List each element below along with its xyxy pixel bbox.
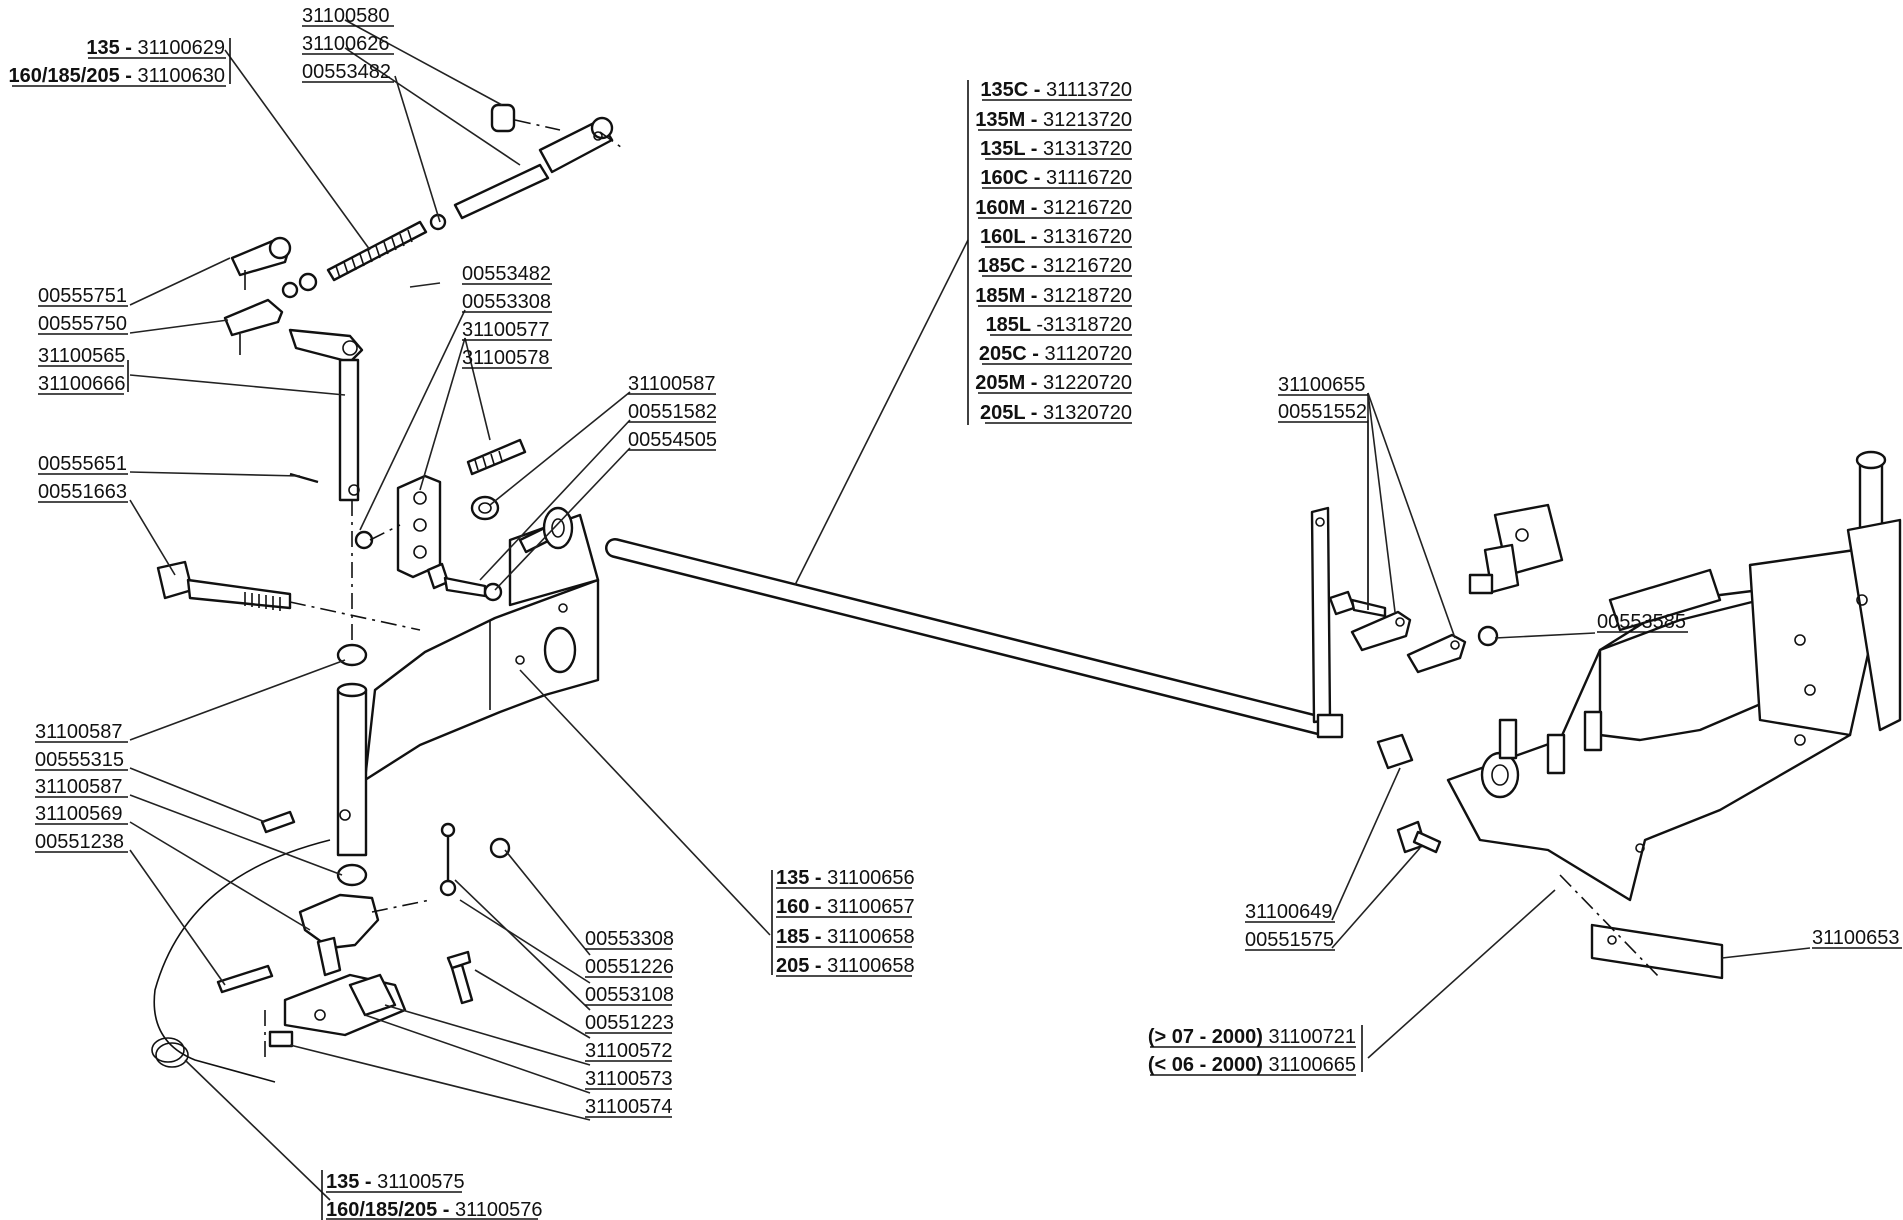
label-gt-07-2000: (> 07 - 2000) 31100721 [1148,1026,1356,1048]
three-hole-plate [354,474,442,579]
label-185-31100658: 185 - 31100658 [776,926,915,948]
link-plates [1328,590,1499,674]
label-31100649: 31100649 [1245,901,1333,923]
label-00553482-mid: 00553482 [462,263,551,285]
label-205C: 205C - 31120720 [979,343,1132,365]
upper-link-rod [453,116,626,220]
label-31100572: 31100572 [585,1040,673,1062]
label-00551238: 00551238 [35,831,124,853]
label-31100565: 31100565 [38,345,126,367]
label-135L: 135L - 31313720 [980,138,1132,160]
label-135C: 135C - 31113720 [980,79,1132,101]
label-31100580: 31100580 [302,5,390,27]
clevis-fork [223,236,292,355]
label-31100573: 31100573 [585,1068,673,1090]
label-31100587-mid: 31100587 [35,721,123,743]
label-160-31100657: 160 - 31100657 [776,896,915,918]
threaded-stud [466,438,527,476]
vertical-tube [336,500,368,887]
bracket-bars [127,38,1363,1220]
valve-block [1468,503,1564,595]
label-185C: 185C - 31216720 [977,255,1132,277]
label-160C: 160C - 31116720 [980,167,1132,189]
vertical-lever [288,328,364,502]
label-00551552: 00551552 [1278,401,1367,423]
label-31100626: 31100626 [302,33,390,55]
label-31100653: 31100653 [1812,927,1900,949]
lower-latch [264,973,407,1060]
torsion-spring [151,839,331,1083]
label-31100574: 31100574 [585,1096,673,1118]
label-160L: 160L - 31316720 [980,226,1132,248]
label-135-31100629: 135 - 31100629 [86,37,225,59]
label-31100577: 31100577 [462,319,550,341]
label-lt-06-2000: (< 06 - 2000) 31100665 [1148,1054,1356,1076]
large-bolt [156,560,421,631]
label-31100587-top: 31100587 [628,373,716,395]
label-205M: 205M - 31220720 [975,372,1132,394]
small-bolt [426,562,503,602]
label-160M: 160M - 31216720 [975,197,1132,219]
label-00553585: 00553585 [1597,611,1686,633]
label-00551575: 00551575 [1245,929,1334,951]
label-00551582: 00551582 [628,401,717,423]
label-135-31100575: 135 - 31100575 [326,1171,465,1193]
label-00555315: 00555315 [35,749,124,771]
bottom-bracket [298,893,431,977]
label-00555750: 00555750 [38,313,127,335]
flat-bar [1559,874,1724,980]
label-00553308-top: 00553308 [462,291,551,313]
leader-lines [129,19,1811,1201]
part-labels: 31100580 31100626 00553482 135 - 3110062… [9,5,1902,1220]
arm-bushing [470,495,500,521]
label-185L: 185L -31318720 [986,314,1132,336]
label-31100578: 31100578 [462,347,550,369]
label-205L: 205L - 31320720 [980,402,1132,424]
label-00553108: 00553108 [585,984,674,1006]
label-00551226: 00551226 [585,956,674,978]
label-00553482-top: 00553482 [302,61,391,83]
label-160-31100576: 160/185/205 - 31100576 [326,1199,543,1220]
top-stud [490,103,561,133]
label-205-31100658: 205 - 31100658 [776,955,915,977]
control-rod [605,538,1340,738]
label-00551663: 00551663 [38,481,127,503]
rod-strap [1310,506,1344,739]
label-31100655: 31100655 [1278,374,1366,396]
grease-nipple [260,810,296,834]
label-00555751: 00555751 [38,285,127,307]
right-frame [1446,450,1902,902]
right-lower-bolt [1396,820,1442,854]
label-31100569: 31100569 [35,803,123,825]
label-00554505: 00554505 [628,429,717,451]
threaded-spring [281,213,447,299]
label-00555651: 00555651 [38,453,127,475]
part-drawings [151,103,1902,1083]
sleeve-bushing [1376,733,1414,770]
lower-bolts [216,822,511,1005]
label-31100587-low: 31100587 [35,776,123,798]
label-00551223: 00551223 [585,1012,674,1034]
label-135M: 135M - 31213720 [975,109,1132,131]
pivot-arm [363,506,600,782]
label-00553308-low: 00553308 [585,928,674,950]
label-31100666: 31100666 [38,373,126,395]
label-160-31100630: 160/185/205 - 31100630 [9,65,226,87]
label-135-31100656: 135 - 31100656 [776,867,915,889]
label-185M: 185M - 31218720 [975,285,1132,307]
